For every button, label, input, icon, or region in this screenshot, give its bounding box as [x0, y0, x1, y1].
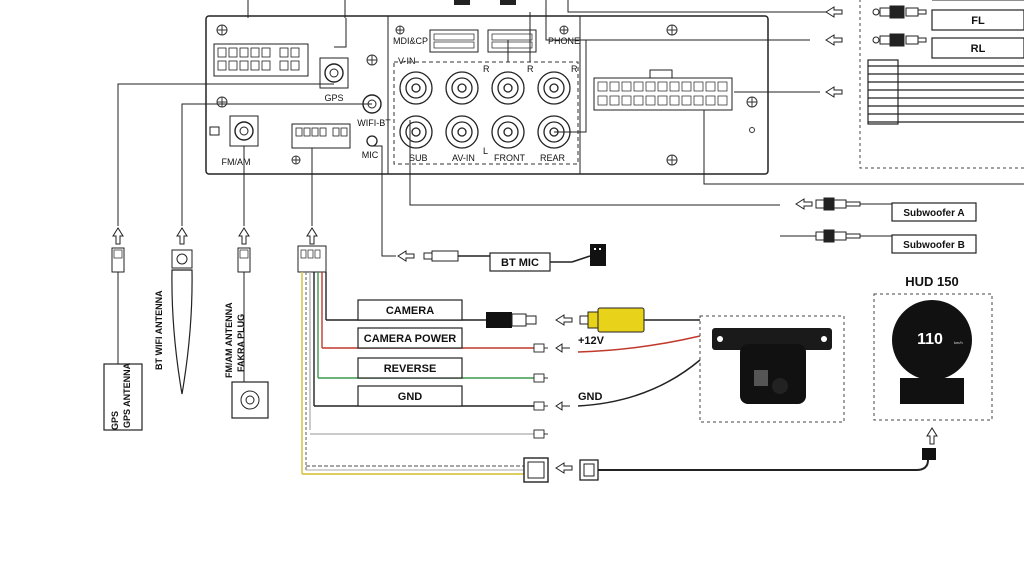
fm-am-antenna: FM/AM ANTENNA FAKRA PLUG — [224, 247, 269, 419]
sub-label: SUB — [409, 153, 428, 163]
fm-am-port-label: FM/AM — [222, 157, 251, 167]
front-label: FRONT — [494, 153, 525, 163]
v-in-label: V-IN — [398, 56, 416, 66]
rca-l-mark: L — [483, 146, 488, 156]
phone-label: PHONE — [548, 36, 580, 46]
av-in-label: AV-IN — [452, 153, 475, 163]
gnd-right-label: GND — [578, 391, 603, 403]
unit-connection-lines — [117, 0, 1024, 257]
gps-port: GPS — [319, 57, 349, 103]
bare-wires — [867, 59, 1024, 125]
mdi-phone-connectors: MDI&CP PHONE V-IN — [393, 29, 580, 66]
gps-antenna-label-1: GPS — [110, 411, 120, 430]
bt-wifi-antenna: BT WIFI ANTENNA — [154, 249, 193, 395]
hud-cable — [579, 448, 936, 481]
camera-label-box — [357, 299, 463, 321]
reverse-label: REVERSE — [384, 363, 437, 375]
hud-title: HUD 150 — [905, 274, 958, 289]
subwoofer-b-box — [891, 234, 977, 254]
screw-marks — [216, 24, 758, 166]
main-power-connector — [593, 69, 733, 111]
bt-mic: BT MIC — [423, 244, 606, 272]
fm-am-antenna-label-1: FM/AM ANTENNA — [224, 302, 234, 378]
rca-r-mark-2: R — [527, 64, 534, 74]
gnd-label: GND — [398, 391, 423, 403]
camera-power-label: CAMERA POWER — [364, 333, 457, 345]
subwoofer-a-box — [891, 202, 977, 222]
mdi-cp-label: MDI&CP — [393, 36, 428, 46]
rca-r-mark-3: R — [571, 64, 578, 74]
wiring-harness: CAMERA CAMERA POWER REVERSE GND — [297, 245, 570, 483]
gps-antenna-label: GPS ANTENNA — [122, 362, 132, 428]
head-unit: GPS WIFI-BT MIC FM/AM — [205, 0, 769, 175]
fl-output-box — [931, 9, 1024, 31]
fm-am-port: FM/AM — [222, 115, 259, 167]
plus-12v-label: +12V — [578, 335, 605, 347]
subwoofer-b-label: Subwoofer B — [903, 240, 965, 251]
bt-mic-label: BT MIC — [501, 257, 539, 269]
rear-label: REAR — [540, 153, 566, 163]
up-arrows — [112, 227, 938, 445]
gnd-label-box — [357, 385, 463, 407]
rl-label: RL — [971, 43, 986, 55]
fm-am-antenna-label-2: FAKRA PLUG — [236, 314, 246, 372]
gps-port-label: GPS — [324, 93, 343, 103]
harness-socket — [291, 123, 351, 149]
hud-unit: km/h — [954, 340, 963, 345]
rl-output-box — [931, 37, 1024, 59]
subwoofer-a-label: Subwoofer A — [903, 208, 964, 219]
camera-power-label-box — [357, 327, 463, 349]
camera-label: CAMERA — [386, 305, 434, 317]
subwoofer-outputs: Subwoofer A Subwoofer B — [780, 197, 977, 254]
reverse-camera — [699, 315, 845, 423]
hud-speed: 110 — [917, 331, 943, 348]
bt-wifi-antenna-label: BT WIFI ANTENNA — [154, 290, 164, 370]
rca-output-panel: FL RL — [859, 0, 1024, 169]
rca-r-mark-1: R — [483, 64, 490, 74]
gps-antenna: GPS GPS ANTENNA — [103, 247, 143, 431]
mic-jack-label: MIC — [362, 150, 379, 160]
multipin-connector — [213, 43, 309, 77]
fl-label: FL — [971, 15, 985, 27]
hud-150: HUD 150 110 km/h — [873, 274, 993, 421]
camera-wires: +12V GND — [577, 307, 701, 407]
wifi-bt-port-label: WIFI-BT — [357, 118, 391, 128]
input-arrows — [397, 6, 843, 474]
reverse-label-box — [357, 357, 463, 379]
rca-panel: R R R L SUB AV-IN FRONT REAR — [393, 61, 579, 165]
